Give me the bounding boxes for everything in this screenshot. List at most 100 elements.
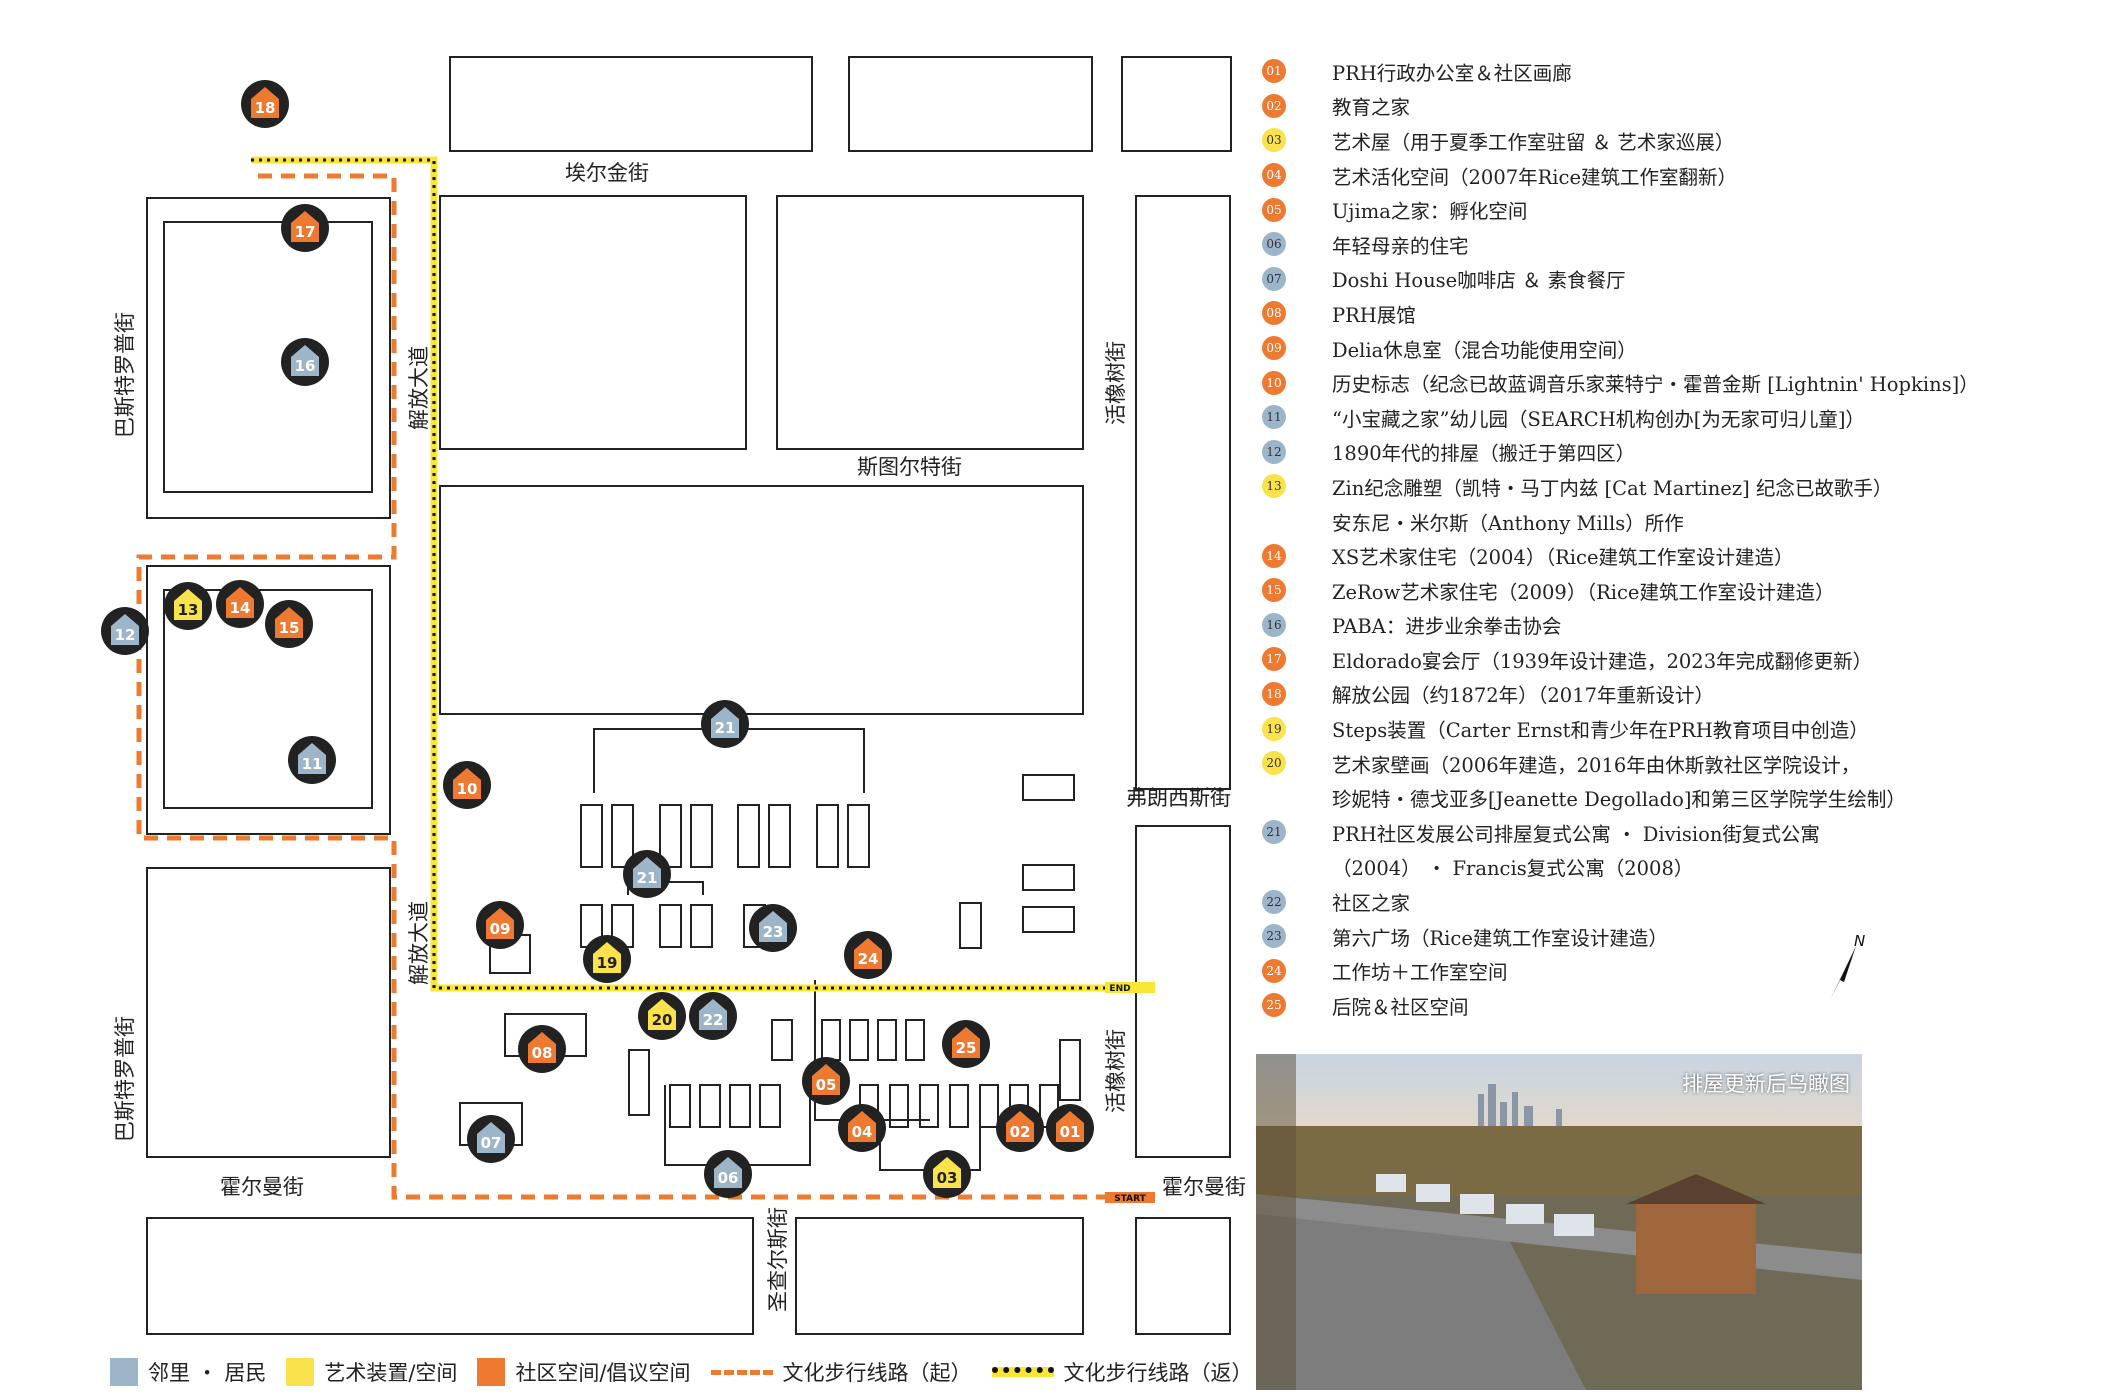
- map-marker-09: 09: [476, 901, 524, 949]
- legend-art: 艺术装置/空间: [286, 1357, 457, 1387]
- marker-number: 02: [1010, 1123, 1031, 1141]
- legend-number-badge: 19: [1262, 716, 1286, 741]
- legend-route-back: 文化步行线路（返）: [991, 1357, 1253, 1387]
- legend-number-badge: 07: [1262, 266, 1286, 291]
- map-marker-13: 13: [164, 582, 212, 630]
- legend-text: 艺术家壁画（2006年建造，2016年由休斯敦社区学院设计，: [1332, 753, 1861, 777]
- map-marker-21a: 21: [701, 700, 749, 748]
- legend-number-badge: 18: [1262, 681, 1286, 706]
- legend-number-badge: 06: [1262, 232, 1286, 257]
- map-marker-12: 12: [101, 607, 149, 655]
- block: [776, 195, 1084, 450]
- legend-number-badge: 08: [1262, 301, 1286, 326]
- map-marker-08: 08: [518, 1025, 566, 1073]
- legend-number-badge: 25: [1262, 993, 1286, 1018]
- street-live-oak-south: 活橡树街: [1104, 1029, 1128, 1113]
- legend-number-badge: 10: [1262, 370, 1286, 395]
- marker-number: 23: [763, 923, 784, 941]
- route-return: [251, 156, 1110, 992]
- legend-number-badge: 21: [1262, 820, 1286, 845]
- block: [146, 867, 391, 1158]
- north-label: N: [1854, 932, 1865, 950]
- marker-number: 04: [852, 1123, 873, 1141]
- legend-item: （2004） ・ Francis复式公寓（2008）: [1254, 850, 2034, 885]
- map-marker-22: 22: [689, 992, 737, 1040]
- legend-route-out: 文化步行线路（起）: [710, 1357, 972, 1387]
- map-marker-24: 24: [844, 931, 892, 979]
- north-arrow-icon: N: [1830, 932, 1865, 1000]
- legend-text: Delia休息室（混合功能使用空间）: [1332, 338, 1637, 362]
- block: [1135, 195, 1231, 790]
- legend-community: 社区空间/倡议空间: [477, 1357, 691, 1387]
- marker-number: 13: [178, 601, 199, 619]
- category-legend: 邻里 ・ 居民 艺术装置/空间 社区空间/倡议空间 文化步行线路（起） 文化步行…: [110, 1357, 1273, 1387]
- map-marker-17: 17: [281, 204, 329, 252]
- street-bastrop-north: 巴斯特罗普街: [113, 312, 137, 438]
- map-marker-23: 23: [749, 904, 797, 952]
- art-swatch: [286, 1358, 315, 1386]
- map-marker-25: 25: [942, 1020, 990, 1068]
- legend-text: 珍妮特・德戈亚多[Jeanette Degollado]和第三区学院学生绘制）: [1332, 788, 1906, 812]
- aerial-photo: 排屋更新后鸟瞰图: [1256, 1054, 1862, 1390]
- marker-number: 25: [956, 1039, 977, 1057]
- map-marker-11: 11: [288, 736, 336, 784]
- marker-number: 21: [637, 869, 658, 887]
- neighborhood-map: START END 埃尔金街 斯图尔特街 弗朗西斯街 霍尔曼街 霍尔曼街 巴斯特…: [101, 56, 1246, 1335]
- map-marker-21b: 21: [623, 850, 671, 898]
- map-marker-05: 05: [802, 1057, 850, 1105]
- legend-item: 25 后院＆社区空间: [1254, 988, 2034, 1023]
- block: [146, 565, 391, 835]
- block: [795, 1217, 1084, 1335]
- legend-text: 年轻母亲的住宅: [1332, 234, 1469, 258]
- legend-text: PRH行政办公室＆社区画廊: [1332, 61, 1572, 85]
- street-live-oak-north: 活橡树街: [1104, 341, 1128, 425]
- legend-number-badge: 22: [1262, 889, 1286, 914]
- legend-text: Zin纪念雕塑（凯特・马丁内兹 [Cat Martinez] 纪念已故歌手）: [1332, 476, 1893, 500]
- legend-neighborhood-label: 邻里 ・ 居民: [148, 1361, 267, 1385]
- map-marker-20: 20: [638, 992, 686, 1040]
- marker-number: 08: [532, 1044, 553, 1062]
- legend-text: 解放公园（约1872年）（2017年重新设计）: [1332, 684, 1715, 708]
- photo-caption: 排屋更新后鸟瞰图: [1682, 1072, 1850, 1096]
- map-marker-02: 02: [996, 1104, 1044, 1152]
- map-marker-04: 04: [838, 1104, 886, 1152]
- marker-number: 22: [703, 1011, 724, 1029]
- map-marker-18: 18: [241, 80, 289, 128]
- block: [848, 56, 1093, 152]
- legend-text: 安东尼・米尔斯（Anthony Mills）所作: [1332, 511, 1684, 535]
- legend-item: 11“小宝藏之家”幼儿园（SEARCH机构创办[为无家可归儿童]）: [1254, 400, 2034, 435]
- map-marker-03: 03: [923, 1150, 971, 1198]
- map-marker-06: 06: [704, 1150, 752, 1198]
- legend-art-label: 艺术装置/空间: [324, 1361, 458, 1385]
- block: [146, 197, 391, 519]
- legend-number-badge: 05: [1262, 197, 1286, 222]
- legend-neighborhood: 邻里 ・ 居民: [110, 1357, 266, 1387]
- legend-text: 艺术屋（用于夏季工作室驻留 ＆ 艺术家巡展）: [1332, 130, 1735, 154]
- route-back-swatch: [991, 1367, 1054, 1377]
- legend-text: Steps装置（Carter Ernst和青少年在PRH教育项目中创造）: [1332, 719, 1869, 743]
- route-end-label: END: [1109, 984, 1130, 994]
- legend-text: 后院＆社区空间: [1332, 995, 1469, 1019]
- legend-text: 艺术活化空间（2007年Rice建筑工作室翻新）: [1332, 165, 1738, 189]
- legend-route-back-label: 文化步行线路（返）: [1063, 1361, 1253, 1385]
- legend-item: 安东尼・米尔斯（Anthony Mills）所作: [1254, 504, 2034, 539]
- marker-number: 16: [295, 357, 316, 375]
- marker-number: 05: [816, 1076, 837, 1094]
- block: [146, 1217, 754, 1335]
- street-st-charles: 圣查尔斯街: [766, 1207, 790, 1312]
- street-elgin: 埃尔金街: [565, 161, 649, 185]
- street-holman-west: 霍尔曼街: [220, 1175, 304, 1199]
- marker-number: 12: [115, 626, 136, 644]
- block: [439, 485, 1084, 715]
- legend-text: ZeRow艺术家住宅（2009）（Rice建筑工作室设计建造）: [1332, 580, 1835, 604]
- street-bastrop-south: 巴斯特罗普街: [113, 1016, 137, 1142]
